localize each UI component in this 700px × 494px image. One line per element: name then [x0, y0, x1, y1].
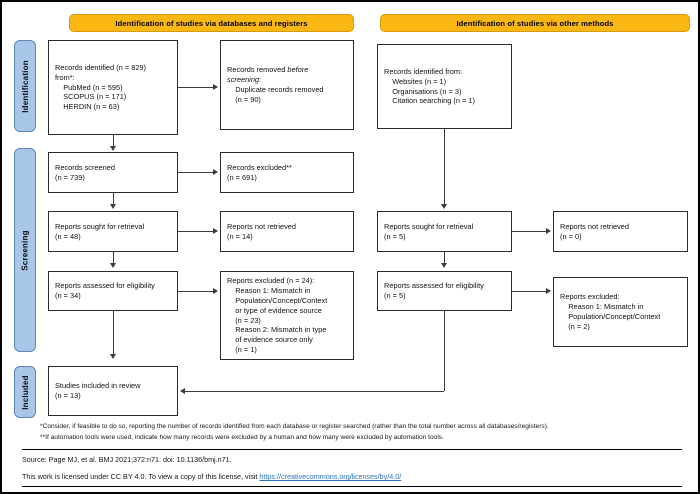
box-studies-included-in-review: Studies included in review (n = 13) — [48, 366, 178, 416]
header-databases-registers-label: Identification of studies via databases … — [115, 18, 308, 28]
box-reports-not-retrieved-right-text: Reports not retrieved (n = 0) — [560, 221, 630, 241]
connector-sought-to-not-retrieved-right — [512, 231, 547, 232]
divider-above-source — [22, 449, 682, 450]
arrowhead-sought-to-not-retrieved-right — [546, 227, 551, 234]
arrowhead-sought-to-assessed-right — [440, 263, 447, 268]
box-records-removed-before-screening: Records removed before screening: Duplic… — [220, 40, 354, 130]
box-reports-assessed-for-eligibility-left-text: Reports assessed for eligibility (n = 34… — [55, 281, 155, 300]
footnote-single-star: *Consider, if feasible to do so, reporti… — [40, 422, 695, 431]
header-other-methods-label: Identification of studies via other meth… — [456, 18, 614, 28]
box-records-identified-databases-text: Records identified (n = 829) from*: PubM… — [55, 63, 146, 112]
connector-screened-to-excluded — [178, 172, 214, 173]
records-removed-suffix: : Duplicate records removed (n = 90) — [235, 75, 324, 104]
arrowhead-sought-to-assessed-left — [109, 263, 116, 268]
records-removed-prefix: Records removed — [227, 65, 288, 75]
connector-assessed-to-excluded-right — [512, 291, 547, 292]
box-reports-assessed-for-eligibility-right-text: Reports assessed for eligibility (n = 5) — [384, 281, 484, 300]
box-reports-sought-for-retrieval-left-text: Reports sought for retrieval (n = 48) — [55, 221, 145, 241]
stage-bar-screening: Screening — [14, 148, 36, 352]
connector-sought-to-assessed-left — [113, 252, 114, 264]
license-prefix-text: This work is licensed under CC BY 4.0. T… — [22, 472, 260, 481]
header-other-methods: Identification of studies via other meth… — [380, 14, 690, 32]
box-reports-assessed-for-eligibility-left: Reports assessed for eligibility (n = 34… — [48, 271, 178, 311]
connector-other-identified-to-sought-right — [444, 129, 445, 205]
divider-below-license — [22, 486, 682, 487]
arrowhead-right-assessed-to-included — [180, 387, 185, 394]
box-reports-assessed-for-eligibility-right: Reports assessed for eligibility (n = 5) — [377, 271, 512, 311]
connector-screened-to-reports-sought — [113, 193, 114, 205]
arrowhead-sought-to-not-retrieved-left — [213, 227, 218, 234]
box-records-removed-before-screening-text: Records removed before screening: Duplic… — [227, 65, 324, 104]
box-records-excluded: Records excluded** (n = 691) — [220, 152, 354, 193]
arrowhead-screened-to-reports-sought — [109, 204, 116, 209]
connector-right-assessed-down-segment — [444, 311, 445, 391]
connector-right-assessed-left-segment — [185, 391, 444, 392]
stage-bar-identification-label: Identification — [20, 59, 30, 113]
footnote-single-star-text: *Consider, if feasible to do so, reporti… — [40, 423, 549, 430]
arrowhead-assessed-to-excluded-left — [213, 287, 218, 294]
source-citation-text: Source: Page MJ, et al. BMJ 2021;372:n71… — [22, 455, 232, 464]
box-reports-sought-for-retrieval-left: Reports sought for retrieval (n = 48) — [48, 211, 178, 252]
connector-assessed-to-included — [113, 311, 114, 355]
stage-bar-identification: Identification — [14, 40, 36, 132]
arrowhead-other-identified-to-sought-right — [440, 204, 447, 209]
box-records-identified-databases: Records identified (n = 829) from*: PubM… — [48, 40, 178, 135]
connector-identified-to-removed — [178, 87, 214, 88]
box-records-screened: Records screened (n = 739) — [48, 152, 178, 193]
frame-bottom-border — [2, 492, 698, 494]
box-reports-sought-for-retrieval-right-text: Reports sought for retrieval (n = 5) — [384, 221, 474, 241]
box-reports-excluded-right-text: Reports excluded: Reason 1: Mismatch in … — [560, 292, 661, 331]
box-records-excluded-text: Records excluded** (n = 691) — [227, 162, 292, 182]
footnote-double-star: **If automation tools were used, indicat… — [40, 433, 695, 442]
frame-top-border — [2, 0, 698, 2]
box-reports-excluded-left-text: Reports excluded (n = 24): Reason 1: Mis… — [227, 276, 328, 354]
connector-assessed-to-excluded-left — [178, 291, 214, 292]
license-statement: This work is licensed under CC BY 4.0. T… — [22, 472, 401, 481]
box-reports-not-retrieved-right: Reports not retrieved (n = 0) — [553, 211, 688, 252]
box-reports-excluded-right: Reports excluded: Reason 1: Mismatch in … — [553, 277, 688, 347]
box-records-screened-text: Records screened (n = 739) — [55, 162, 115, 182]
stage-bar-included: Included — [14, 366, 36, 418]
connector-sought-to-assessed-right — [444, 252, 445, 264]
stage-bar-screening-label: Screening — [20, 229, 30, 271]
arrowhead-assessed-to-excluded-right — [546, 287, 551, 294]
records-removed-emphasis-before: before — [287, 65, 309, 75]
box-studies-included-in-review-text: Studies included in review (n = 13) — [55, 381, 141, 400]
footnote-double-star-text: **If automation tools were used, indicat… — [40, 434, 444, 441]
records-removed-emphasis-screening: screening — [227, 75, 260, 85]
header-databases-registers: Identification of studies via databases … — [69, 14, 354, 32]
connector-identified-to-screened — [113, 135, 114, 147]
connector-sought-to-not-retrieved-left — [178, 231, 214, 232]
box-reports-sought-for-retrieval-right: Reports sought for retrieval (n = 5) — [377, 211, 512, 252]
arrowhead-identified-to-removed — [213, 83, 218, 90]
source-citation: Source: Page MJ, et al. BMJ 2021;372:n71… — [22, 455, 232, 464]
stage-bar-included-label: Included — [20, 374, 30, 410]
arrowhead-identified-to-screened — [109, 146, 116, 151]
box-reports-not-retrieved-left: Reports not retrieved (n = 14) — [220, 211, 354, 252]
arrowhead-assessed-to-included — [109, 354, 116, 359]
box-reports-not-retrieved-left-text: Reports not retrieved (n = 14) — [227, 221, 297, 241]
box-reports-excluded-left: Reports excluded (n = 24): Reason 1: Mis… — [220, 271, 354, 360]
box-records-identified-other-methods: Records identified from: Websites (n = 1… — [377, 44, 512, 129]
arrowhead-screened-to-excluded — [213, 168, 218, 175]
license-link[interactable]: https://creativecommons.org/licenses/by/… — [259, 472, 402, 481]
box-records-identified-other-methods-text: Records identified from: Websites (n = 1… — [384, 66, 475, 106]
